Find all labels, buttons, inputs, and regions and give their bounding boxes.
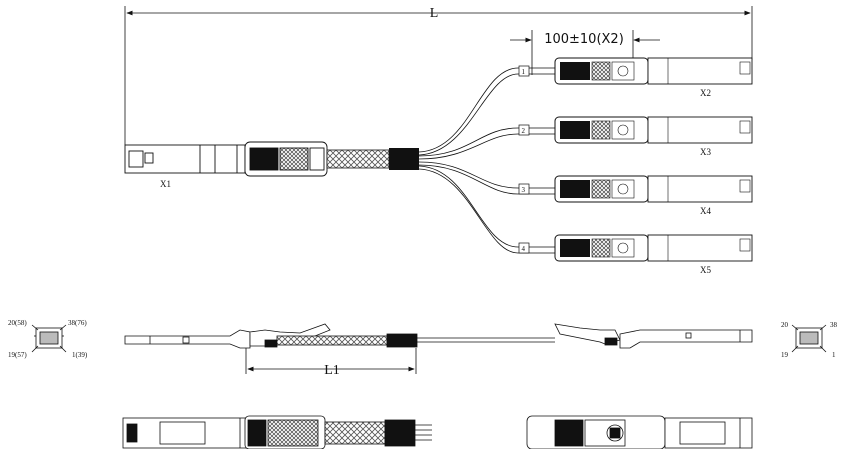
left-pin-bottom-left: 19(57) <box>8 351 27 359</box>
connector-x3-label: X3 <box>700 147 711 157</box>
branch-connector-2: 2 <box>518 116 753 144</box>
branch-number-4: 4 <box>522 245 526 253</box>
left-pin-top-left: 20(58) <box>8 319 27 327</box>
main-cable-boot <box>389 148 419 170</box>
breakout-dimension-label: 100±10(X2) <box>544 32 624 47</box>
branch-connector-4: 4 <box>518 234 753 262</box>
left-pin-top-right: 38(76) <box>68 319 87 327</box>
branch-number-3: 3 <box>522 186 526 194</box>
breakout-dimension <box>510 30 660 75</box>
overall-length-label: L <box>430 6 439 21</box>
connector-x2-label: X2 <box>700 88 711 98</box>
overall-length-dimension <box>124 6 753 145</box>
branch-number-1: 1 <box>522 68 526 76</box>
right-pin-bottom-left: 19 <box>781 351 789 359</box>
left-pin-bottom-right: 1(39) <box>72 351 88 359</box>
main-connector-x1 <box>124 141 328 177</box>
branch-connector-1: 1 <box>518 57 753 85</box>
main-cable-braid <box>326 149 390 169</box>
connector-x4-label: X4 <box>700 206 711 216</box>
left-pinout-face <box>31 324 67 353</box>
right-pin-bottom-right: 1 <box>832 351 836 359</box>
right-pin-top-left: 20 <box>781 321 789 329</box>
branch-connector-3: 3 <box>518 175 753 203</box>
bottom-view-main-connector <box>122 415 432 449</box>
bottom-length-label: L1 <box>324 363 340 378</box>
bottom-view-branch-connector <box>526 415 753 449</box>
right-pinout-face <box>791 324 827 353</box>
branch-number-2: 2 <box>522 127 526 135</box>
breakout-cables <box>418 67 555 254</box>
right-pin-top-right: 38 <box>830 321 838 329</box>
connector-x1-label: X1 <box>160 179 171 189</box>
connector-x5-label: X5 <box>700 265 711 275</box>
side-view-cable <box>124 323 753 374</box>
